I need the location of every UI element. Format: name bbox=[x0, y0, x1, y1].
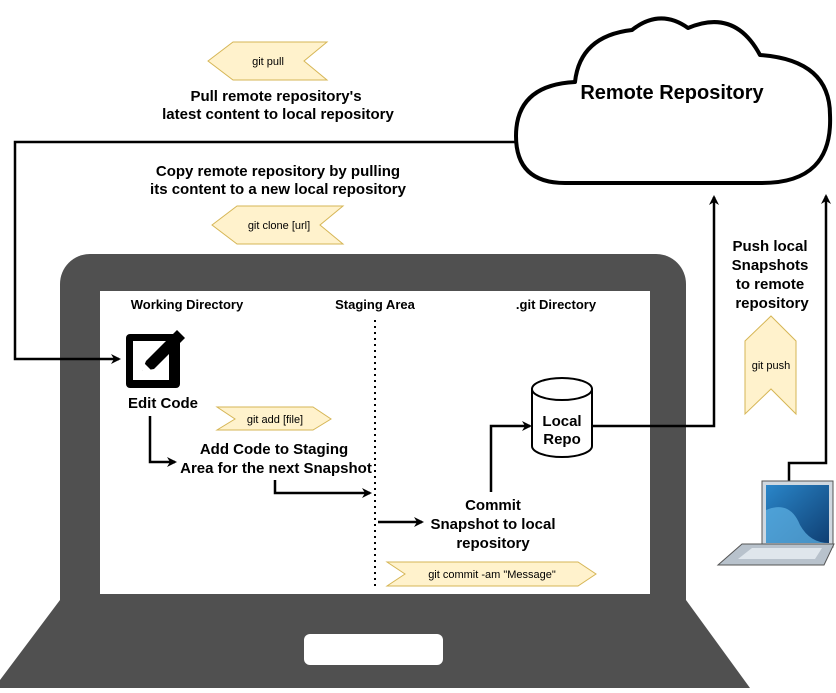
git-push-command: git push bbox=[752, 360, 791, 372]
staging-area-heading: Staging Area bbox=[335, 297, 415, 312]
small-laptop-icon bbox=[716, 480, 835, 566]
push-description-line1: Push local bbox=[732, 238, 807, 255]
git-commit-tag bbox=[385, 561, 597, 587]
commit-description-line3: repository bbox=[456, 535, 530, 552]
add-description-line1: Add Code to Staging bbox=[200, 441, 348, 458]
edit-icon bbox=[126, 330, 185, 388]
add-description-line2: Area for the next Snapshot bbox=[180, 460, 372, 477]
add-to-staging-arrow bbox=[273, 480, 372, 498]
git-directory-heading: .git Directory bbox=[516, 297, 597, 312]
local-repo-label-line1: Local bbox=[542, 413, 581, 430]
git-commit-command: git commit -am "Message" bbox=[428, 569, 556, 581]
git-add-tag bbox=[215, 406, 332, 431]
edit-to-add-arrow bbox=[148, 416, 177, 467]
pull-description-line1: Pull remote repository's bbox=[190, 88, 361, 105]
laptop-trackpad bbox=[304, 634, 443, 665]
push-description-line4: repository bbox=[735, 295, 809, 312]
clone-description-line1: Copy remote repository by pulling bbox=[156, 163, 400, 180]
push-description-line2: Snapshots bbox=[732, 257, 809, 274]
push-description-line3: to remote bbox=[736, 276, 804, 293]
edit-code-label: Edit Code bbox=[128, 395, 198, 412]
git-clone-command: git clone [url] bbox=[248, 220, 310, 232]
remote-repository-cloud bbox=[514, 16, 833, 185]
push-arrow-local bbox=[593, 195, 719, 428]
git-pull-command: git pull bbox=[252, 56, 284, 68]
git-push-tag bbox=[744, 315, 797, 416]
commit-description-line2: Snapshot to local bbox=[430, 516, 555, 533]
pull-description-line2: latest content to local repository bbox=[162, 106, 394, 123]
git-pull-tag bbox=[207, 41, 329, 81]
remote-repository-title: Remote Repository bbox=[580, 82, 764, 104]
git-add-command: git add [file] bbox=[247, 414, 303, 426]
working-directory-heading: Working Directory bbox=[131, 297, 244, 312]
git-clone-tag bbox=[211, 205, 345, 245]
clone-description-line2: its content to a new local repository bbox=[150, 181, 407, 198]
local-repo-cylinder bbox=[531, 377, 593, 458]
push-arrow-remote-laptop bbox=[787, 194, 831, 481]
pull-arrow bbox=[13, 140, 516, 364]
commit-to-local-arrow bbox=[489, 421, 532, 492]
local-repo-label-line2: Repo bbox=[543, 431, 581, 448]
commit-description-line1: Commit bbox=[465, 497, 521, 514]
